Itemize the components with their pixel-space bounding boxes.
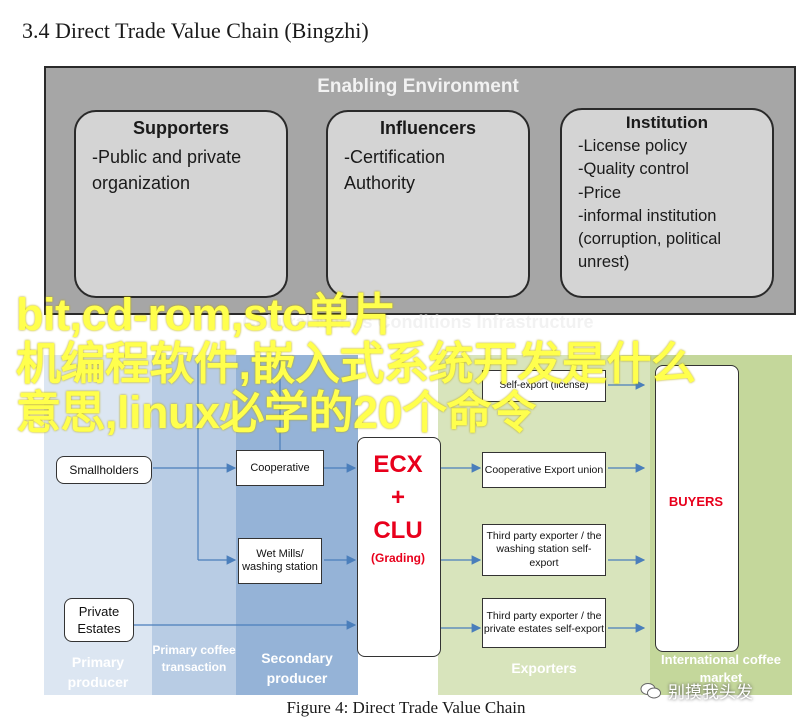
column-primary-transaction: [152, 355, 236, 695]
overlay-text: bit,cd-rom,stc单片 机编程软件,嵌入式系统开发是什么 意思,lin…: [16, 290, 806, 437]
institution-line: -Price: [578, 183, 622, 202]
plus-line: +: [390, 484, 405, 511]
page-title: 3.4 Direct Trade Value Chain (Bingzhi): [22, 18, 369, 43]
institution-line: (corruption, political: [578, 230, 722, 249]
institution-line: unrest): [578, 253, 630, 272]
ecx-clu-box: [357, 437, 441, 657]
influencers-box: Influencers -Certification Authority: [326, 110, 530, 298]
cooperative-export-box: Cooperative Export union: [482, 452, 606, 488]
ecx-line: ECX: [373, 451, 423, 478]
column-secondary-producer: [236, 355, 358, 695]
institution-box: Institution -License policy -Quality con…: [560, 108, 774, 298]
institution-text: -License policy -Quality control -Price …: [578, 135, 721, 275]
supporters-box: Supporters -Public and private organizat…: [74, 110, 288, 298]
influencers-line: Authority: [344, 173, 416, 193]
watermark-text: 别摸我头发: [668, 683, 753, 702]
enabling-environment-title: Enabling Environment: [317, 76, 519, 97]
institution-line: -License policy: [578, 137, 688, 155]
clu-line: CLU: [373, 517, 423, 544]
influencers-title: Influencers: [379, 118, 477, 138]
third-party-washing-box: Third party exporter / the washing stati…: [482, 524, 606, 576]
label-exporters: Exporters: [511, 660, 577, 676]
private-estates-box: Private Estates: [64, 598, 134, 642]
overlay-line: 意思,linux必学的20个命令: [16, 387, 536, 438]
influencers-line: -Certification: [344, 147, 446, 167]
supporters-text: -Public and private organization: [92, 144, 241, 196]
label-secondary-producer: Secondary producer: [261, 650, 333, 686]
supporters-title: Supporters: [132, 118, 229, 138]
watermark: 别摸我头发: [640, 678, 753, 703]
institution-line: -informal institution: [578, 206, 717, 225]
ecx-clu-text: ECX + CLU: [357, 448, 439, 547]
supporters-line: -Public and private: [92, 147, 242, 167]
wechat-icon: [640, 682, 661, 698]
label-primary-producer: Primary producer: [67, 654, 129, 690]
influencers-text: -Certification Authority: [344, 144, 445, 196]
label-primary-transaction: Primary coffee transaction: [152, 643, 236, 674]
buyers-box: [655, 365, 739, 652]
overlay-line: 机编程软件,嵌入式系统开发是什么: [16, 338, 696, 389]
buyers-label: BUYERS: [668, 494, 724, 509]
institution-line: -Quality control: [578, 160, 689, 179]
wet-mills-box: Wet Mills/ washing station: [238, 538, 322, 584]
smallholders-box: Smallholders: [56, 456, 152, 484]
third-party-private-box: Third party exporter / the private estat…: [482, 598, 606, 648]
grading-label: (Grading): [371, 551, 425, 565]
figure-caption: Figure 4: Direct Trade Value Chain: [286, 698, 526, 717]
self-export-box: Self-export (license): [482, 370, 606, 402]
supporters-line: organization: [92, 173, 191, 193]
institution-title: Institution: [625, 113, 709, 132]
overlay-line: bit,cd-rom,stc单片: [16, 289, 396, 340]
cooperative-box: Cooperative: [236, 450, 324, 486]
infrastructure-label: Cultural Norms Conditions Infrastructure: [242, 312, 594, 332]
label-international-market: International coffee market: [661, 652, 781, 685]
